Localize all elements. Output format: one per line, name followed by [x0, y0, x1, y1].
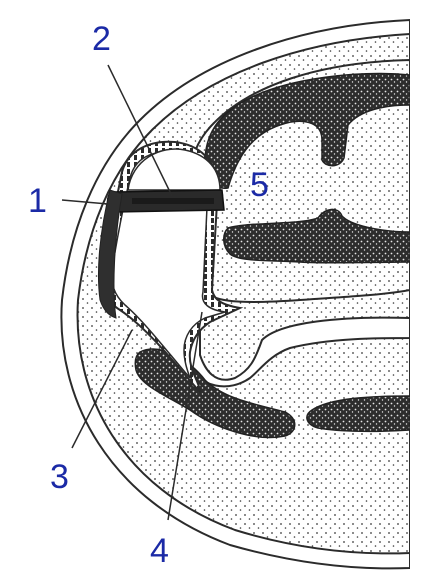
- label-2: 2: [92, 20, 111, 58]
- label-5: 5: [250, 166, 269, 204]
- label-4: 4: [150, 532, 169, 570]
- bar-thin-line: [132, 198, 214, 204]
- label-3: 3: [50, 458, 69, 496]
- label-1: 1: [28, 182, 47, 220]
